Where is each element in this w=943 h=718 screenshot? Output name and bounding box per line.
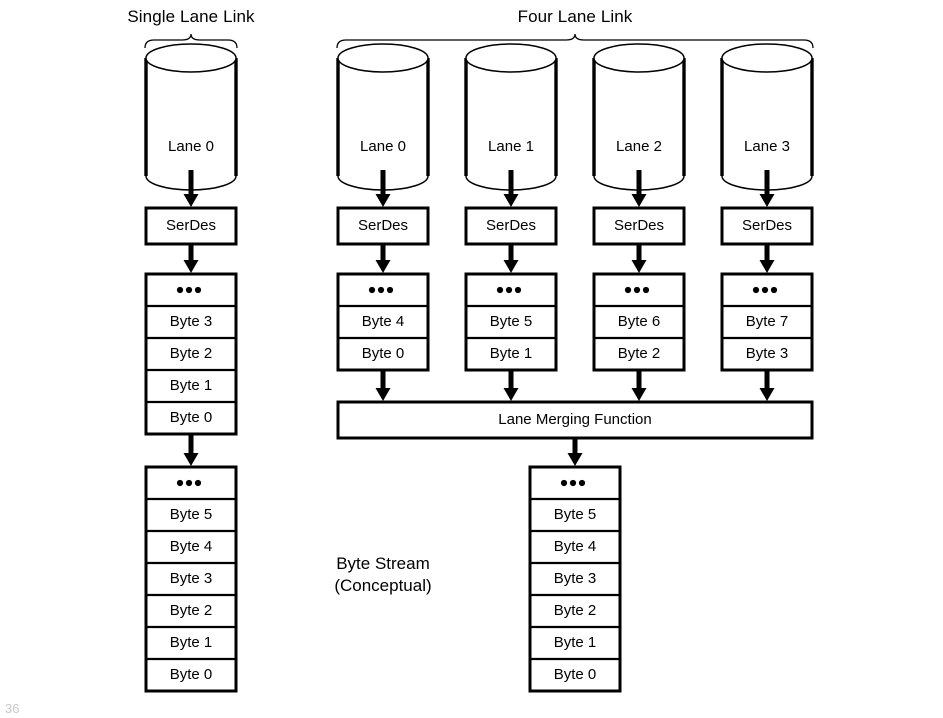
lane-2-serdes-box: [592, 206, 686, 246]
lane-2-arrow-serdes-to-queue: [631, 244, 647, 273]
four-lane-stream-stack-outline: [528, 465, 622, 693]
four-lane-brace: [336, 33, 814, 49]
single-lane-stream-cell-label: Byte 1: [169, 634, 213, 651]
single-lane-stream-cell-label: Byte 5: [169, 506, 213, 523]
lane-1-queue-cell-label: Byte 5: [489, 313, 533, 330]
lane-0-queue-cell-label: Byte 0: [361, 345, 405, 362]
lane-1-serdes-label: SerDes: [485, 217, 537, 234]
lane-3-arrow-queue-to-merge: [759, 370, 775, 401]
lane-1-cylinder-label: Lane 1: [488, 138, 534, 155]
lane-2-cylinder: [592, 43, 686, 191]
single-lane-serdes-label: SerDes: [165, 217, 217, 234]
single-lane-brace: [144, 33, 238, 49]
lane-1-arrow-queue-to-merge: [503, 370, 519, 401]
single-lane-arrow-cylinder-to-serdes: [183, 170, 199, 207]
four-lane-stream-cell-label: Byte 1: [553, 634, 597, 651]
single-lane-stream-cell-label: Byte 0: [169, 666, 213, 683]
single-lane-arrow-queue-to-stream: [183, 434, 199, 466]
lane-1-queue-cell-label: Byte 1: [489, 345, 533, 362]
lane-1-arrow-cylinder-to-serdes: [503, 170, 519, 207]
lane-3-arrow-serdes-to-queue: [759, 244, 775, 273]
single-lane-group-title: Single Lane Link: [127, 7, 255, 26]
lane-2-cylinder-label: Lane 2: [616, 138, 662, 155]
lane-0-serdes-box: [336, 206, 430, 246]
lane-3-queue-cell-label: Byte 3: [745, 345, 789, 362]
four-lane-stream-stack: [528, 465, 622, 693]
single-lane-stream-cell-label: Byte 3: [169, 570, 213, 587]
four-lane-stream-cell-label: Byte 0: [553, 666, 597, 683]
lane-merging-function-label: Lane Merging Function: [498, 411, 652, 428]
four-lane-stream-cell-label: Byte 3: [553, 570, 597, 587]
lane-2-arrow-queue-to-merge: [631, 370, 647, 401]
lane-3-arrow-cylinder-to-serdes: [759, 170, 775, 207]
byte-stream-caption-line2: (Conceptual): [334, 575, 432, 595]
single-lane-cylinder-label: Lane 0: [168, 138, 214, 155]
lane-0-arrow-cylinder-to-serdes: [375, 170, 391, 207]
single-lane-queue-cell-label: Byte 1: [169, 377, 213, 394]
lane-merging-function-box: [336, 400, 814, 440]
single-lane-arrow-serdes-to-queue: [183, 244, 199, 273]
byte-stream-caption: Byte Stream (Conceptual): [253, 553, 513, 597]
byte-stream-caption-line1: Byte Stream: [336, 554, 430, 573]
single-lane-stream-stack-outline: [144, 465, 238, 693]
lane-2-queue-cell-label: Byte 2: [617, 345, 661, 362]
lane-3-queue-ellipsis-icon: [752, 286, 778, 294]
lane-2-arrow-cylinder-to-serdes: [631, 170, 647, 207]
lane-1-queue-ellipsis-icon: [496, 286, 522, 294]
lane-3-cylinder: [720, 43, 814, 191]
four-lane-stream-ellipsis-icon: [560, 479, 586, 487]
single-lane-queue-ellipsis-icon: [176, 286, 202, 294]
lane-0-cylinder-label: Lane 0: [360, 138, 406, 155]
four-lane-stream-cell-label: Byte 2: [553, 602, 597, 619]
page-number: 36: [5, 701, 20, 716]
single-lane-queue-cell-label: Byte 2: [169, 345, 213, 362]
four-lane-group-title: Four Lane Link: [517, 7, 633, 26]
arrow-merge-to-stream: [567, 438, 583, 466]
lane-2-queue-cell-label: Byte 6: [617, 313, 661, 330]
lane-2-serdes-label: SerDes: [613, 217, 665, 234]
lane-0-serdes-label: SerDes: [357, 217, 409, 234]
lane-0-arrow-queue-to-merge: [375, 370, 391, 401]
single-lane-cylinder: [144, 43, 238, 191]
lane-2-queue-ellipsis-icon: [624, 286, 650, 294]
four-lane-stream-cell-label: Byte 4: [553, 538, 597, 555]
single-lane-queue-cell-label: Byte 0: [169, 409, 213, 426]
four-lane-stream-cell-label: Byte 5: [553, 506, 597, 523]
lane-3-queue-cell-label: Byte 7: [745, 313, 789, 330]
single-lane-stream-cell-label: Byte 4: [169, 538, 213, 555]
lane-0-queue-ellipsis-icon: [368, 286, 394, 294]
single-lane-stream-ellipsis-icon: [176, 479, 202, 487]
lane-1-serdes-box: [464, 206, 558, 246]
lane-0-queue-cell-label: Byte 4: [361, 313, 405, 330]
lane-3-cylinder-label: Lane 3: [744, 138, 790, 155]
lane-3-serdes-label: SerDes: [741, 217, 793, 234]
single-lane-stream-stack: [144, 465, 238, 693]
single-lane-queue-cell-label: Byte 3: [169, 313, 213, 330]
lane-3-serdes-box: [720, 206, 814, 246]
lane-0-cylinder: [336, 43, 430, 191]
lane-1-cylinder: [464, 43, 558, 191]
lane-1-arrow-serdes-to-queue: [503, 244, 519, 273]
single-lane-stream-cell-label: Byte 2: [169, 602, 213, 619]
lane-0-arrow-serdes-to-queue: [375, 244, 391, 273]
